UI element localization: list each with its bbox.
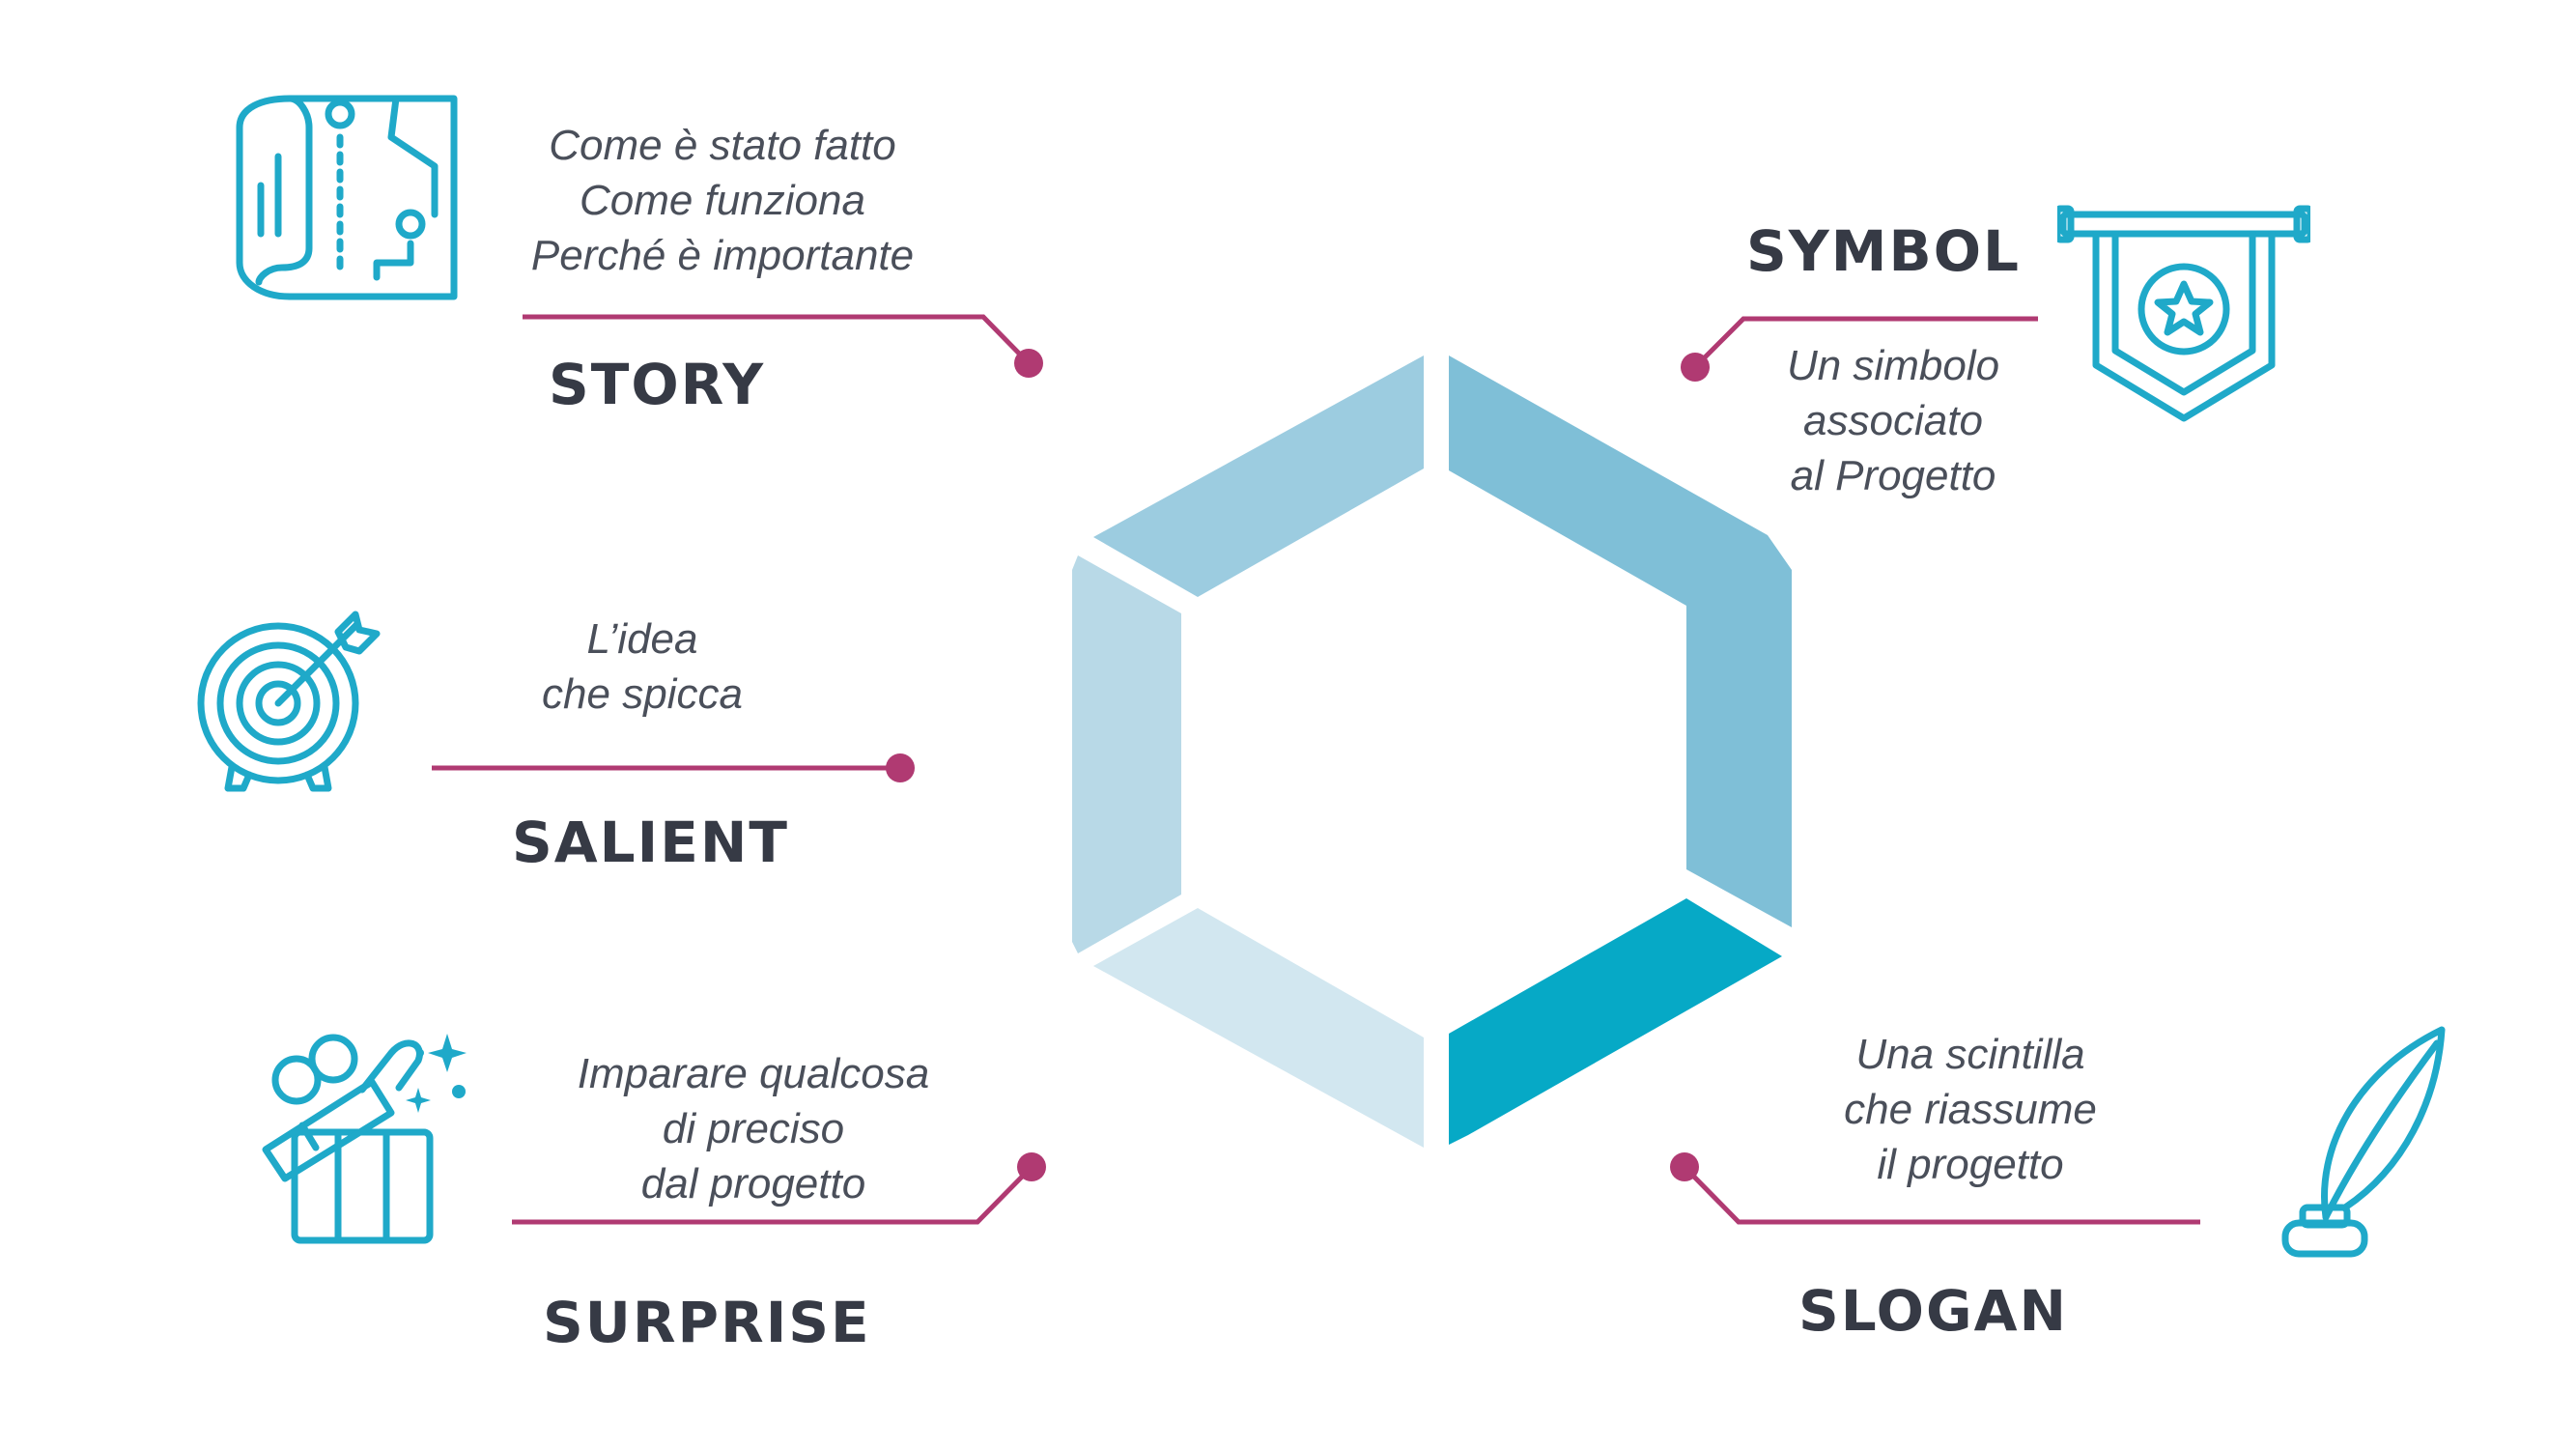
surprise-title: SURPRISE — [543, 1290, 871, 1355]
surprise-line-1: Imparare qualcosa — [577, 1050, 930, 1097]
surprise-line-3: dal progetto — [640, 1160, 866, 1208]
map-icon — [236, 95, 458, 300]
quill-ink-icon — [2281, 1026, 2446, 1258]
salient-line-2: che spicca — [542, 670, 743, 718]
symbol-description: Un simbolo associato al Progetto — [1729, 338, 2057, 503]
salient-title: SALIENT — [512, 810, 789, 875]
symbol-title: SYMBOL — [1746, 218, 2021, 284]
salient-description: L’idea che spicca — [483, 611, 802, 722]
story-description: Come è stato fatto Come funziona Perché … — [481, 118, 964, 283]
hex-segment-bottom-right — [1449, 898, 1782, 1145]
surprise-description: Imparare qualcosa di preciso dal progett… — [522, 1046, 985, 1211]
connector-symbol — [1693, 316, 2038, 369]
story-title: STORY — [549, 352, 766, 417]
slogan-line-2: che riassume — [1844, 1086, 2097, 1133]
hex-segment-top-right — [1449, 355, 1792, 927]
salient-line-1: L’idea — [586, 615, 698, 663]
dot-surprise — [1017, 1152, 1046, 1181]
hex-segment-bottom-left — [1093, 908, 1424, 1148]
connector-surprise — [512, 1165, 1033, 1225]
symbol-line-1: Un simbolo — [1786, 342, 2000, 389]
slogan-line-3: il progetto — [1877, 1141, 2064, 1188]
connector-story — [523, 314, 1031, 365]
slogan-line-1: Una scintilla — [1855, 1031, 2085, 1078]
gift-box-icon — [262, 1034, 467, 1244]
symbol-line-3: al Progetto — [1790, 452, 1996, 499]
story-line-2: Come funziona — [580, 177, 865, 224]
dot-salient — [886, 753, 915, 782]
slogan-description: Una scintilla che riassume il progetto — [1777, 1027, 2164, 1192]
slogan-title: SLOGAN — [1798, 1278, 2069, 1344]
target-arrow-icon — [197, 611, 381, 792]
hex-segment-left — [1072, 555, 1181, 953]
hex-segment-top-left — [1093, 355, 1424, 597]
symbol-line-2: associato — [1803, 397, 1983, 444]
connector-slogan — [1683, 1165, 2200, 1225]
banner-star-icon — [2057, 205, 2310, 422]
story-line-3: Perché è importante — [530, 232, 915, 279]
dot-story — [1014, 349, 1043, 378]
dot-symbol — [1681, 353, 1710, 382]
dot-slogan — [1670, 1152, 1699, 1181]
surprise-line-2: di preciso — [662, 1105, 845, 1152]
story-line-1: Come è stato fatto — [549, 122, 896, 169]
